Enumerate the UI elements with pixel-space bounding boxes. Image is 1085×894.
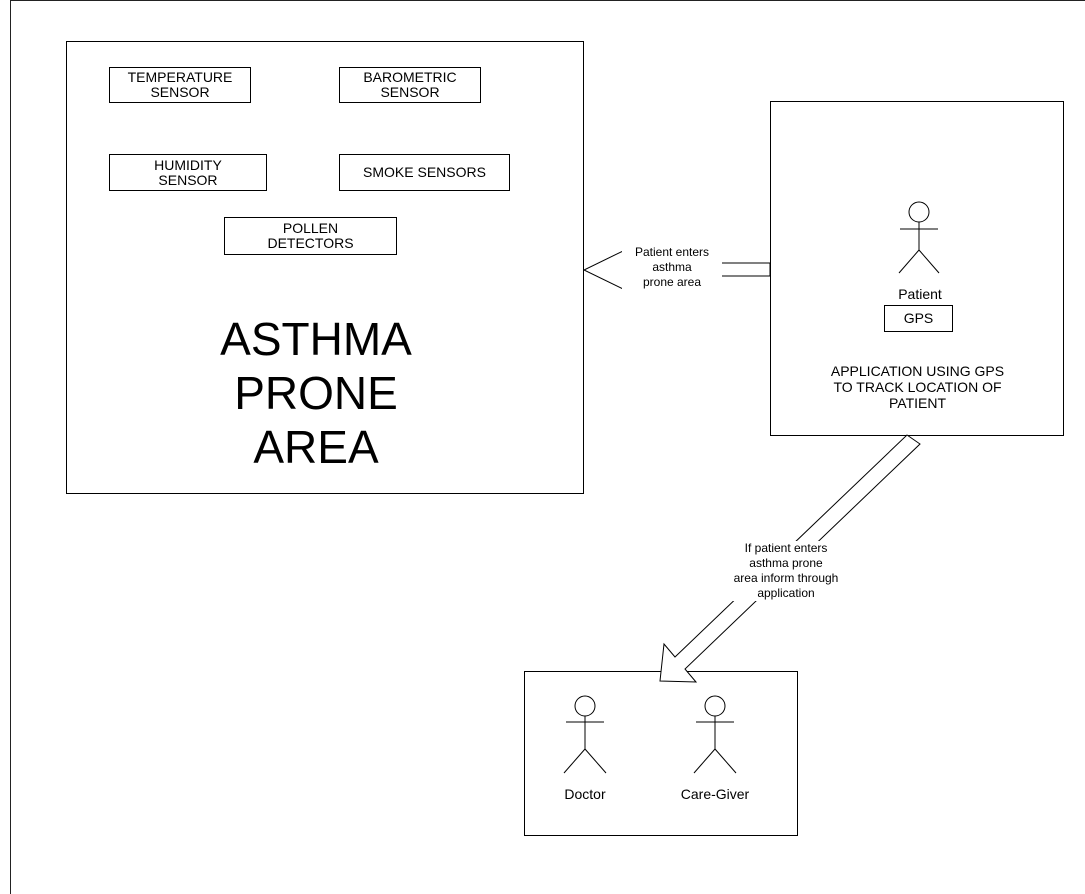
smoke-sensors: SMOKE SENSORS [339, 154, 510, 191]
asthma-area-title: ASTHMA PRONE AREA [220, 313, 412, 473]
inform-label: If patient enters asthma prone area info… [716, 541, 856, 601]
asthma-prone-area-box [66, 41, 584, 494]
humidity-sensor: HUMIDITY SENSOR [109, 154, 267, 191]
enter-area-label: Patient enters asthma prone area [622, 245, 722, 290]
temperature-sensor: TEMPERATURE SENSOR [109, 67, 251, 103]
caregiver-label: Care-Giver [680, 786, 750, 802]
recipients-box [524, 671, 798, 836]
gps-box: GPS [884, 305, 953, 332]
barometric-sensor: BAROMETRIC SENSOR [339, 67, 481, 103]
pollen-detectors: POLLEN DETECTORS [224, 217, 397, 255]
patient-label: Patient [898, 286, 942, 302]
doctor-label: Doctor [564, 786, 606, 802]
application-description: APPLICATION USING GPS TO TRACK LOCATION … [830, 363, 1005, 411]
canvas-frame [10, 0, 1085, 894]
